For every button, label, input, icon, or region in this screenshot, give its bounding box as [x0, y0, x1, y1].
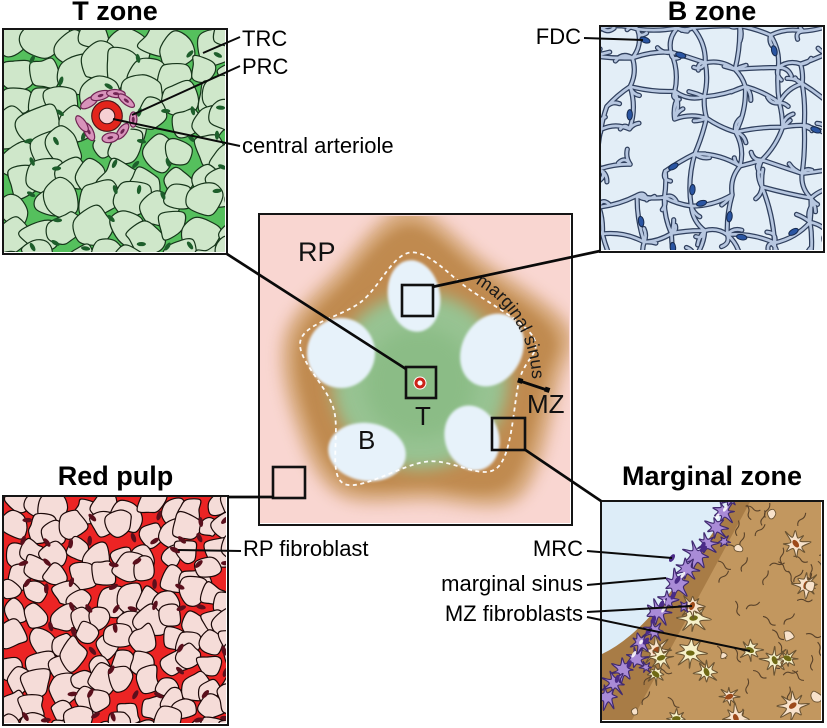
label-mrc: MRC — [532, 536, 583, 561]
red-pulp-micrograph — [4, 497, 226, 723]
marginal-zone-panel — [600, 500, 824, 723]
label-central-arteriole: central arteriole — [242, 133, 394, 158]
label-mz-fibroblasts: MZ fibroblasts — [444, 601, 583, 626]
marginal-zone-micrograph — [602, 502, 821, 720]
label-marginal-sinus: marginal sinus — [441, 571, 583, 596]
diagram-label-b: B — [358, 425, 376, 455]
t-zone-title: T zone — [72, 0, 158, 26]
diagram-label-t: T — [415, 401, 431, 431]
b-zone-title: B zone — [667, 0, 757, 26]
label-trc: TRC — [242, 26, 288, 51]
b-zone-panel — [599, 25, 825, 253]
marginal-zone-title: Marginal zone — [621, 461, 803, 491]
diagram-label-mz: MZ — [527, 389, 565, 419]
red-pulp-title: Red pulp — [57, 461, 174, 491]
label-prc: PRC — [242, 54, 289, 79]
diagram-label-rp: RP — [298, 237, 336, 267]
label-rp-fibroblast: RP fibroblast — [243, 536, 369, 561]
label-fdc: FDC — [535, 24, 581, 49]
t-zone-panel — [2, 28, 228, 255]
b-zone-micrograph — [601, 27, 822, 250]
t-zone-micrograph — [4, 30, 225, 252]
red-pulp-panel — [2, 495, 229, 726]
